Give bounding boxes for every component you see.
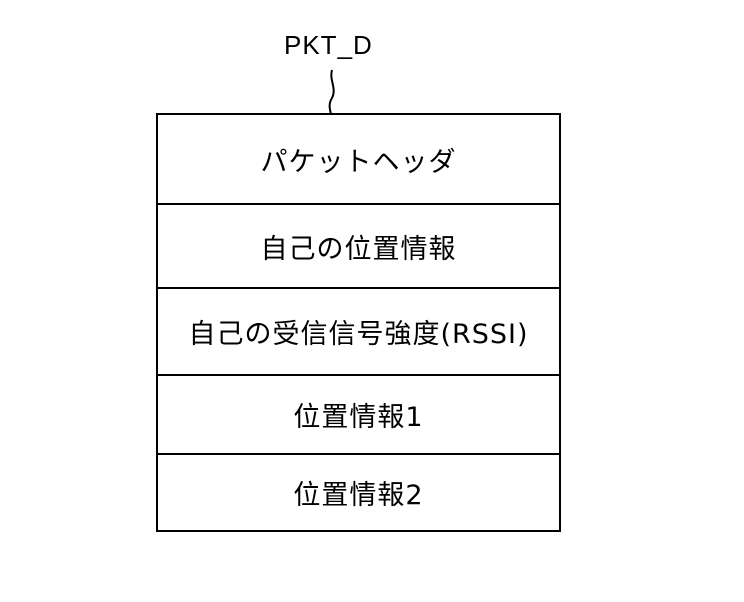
position-info-2-field: 位置情報2	[158, 454, 559, 530]
packet-header-field: パケットヘッダ	[158, 115, 559, 204]
position-info-1-field: 位置情報1	[158, 375, 559, 454]
own-rssi-field: 自己の受信信号強度(RSSI)	[158, 288, 559, 375]
own-position-field: 自己の位置情報	[158, 204, 559, 288]
packet-structure: パケットヘッダ 自己の位置情報 自己の受信信号強度(RSSI) 位置情報1 位置…	[156, 113, 561, 532]
